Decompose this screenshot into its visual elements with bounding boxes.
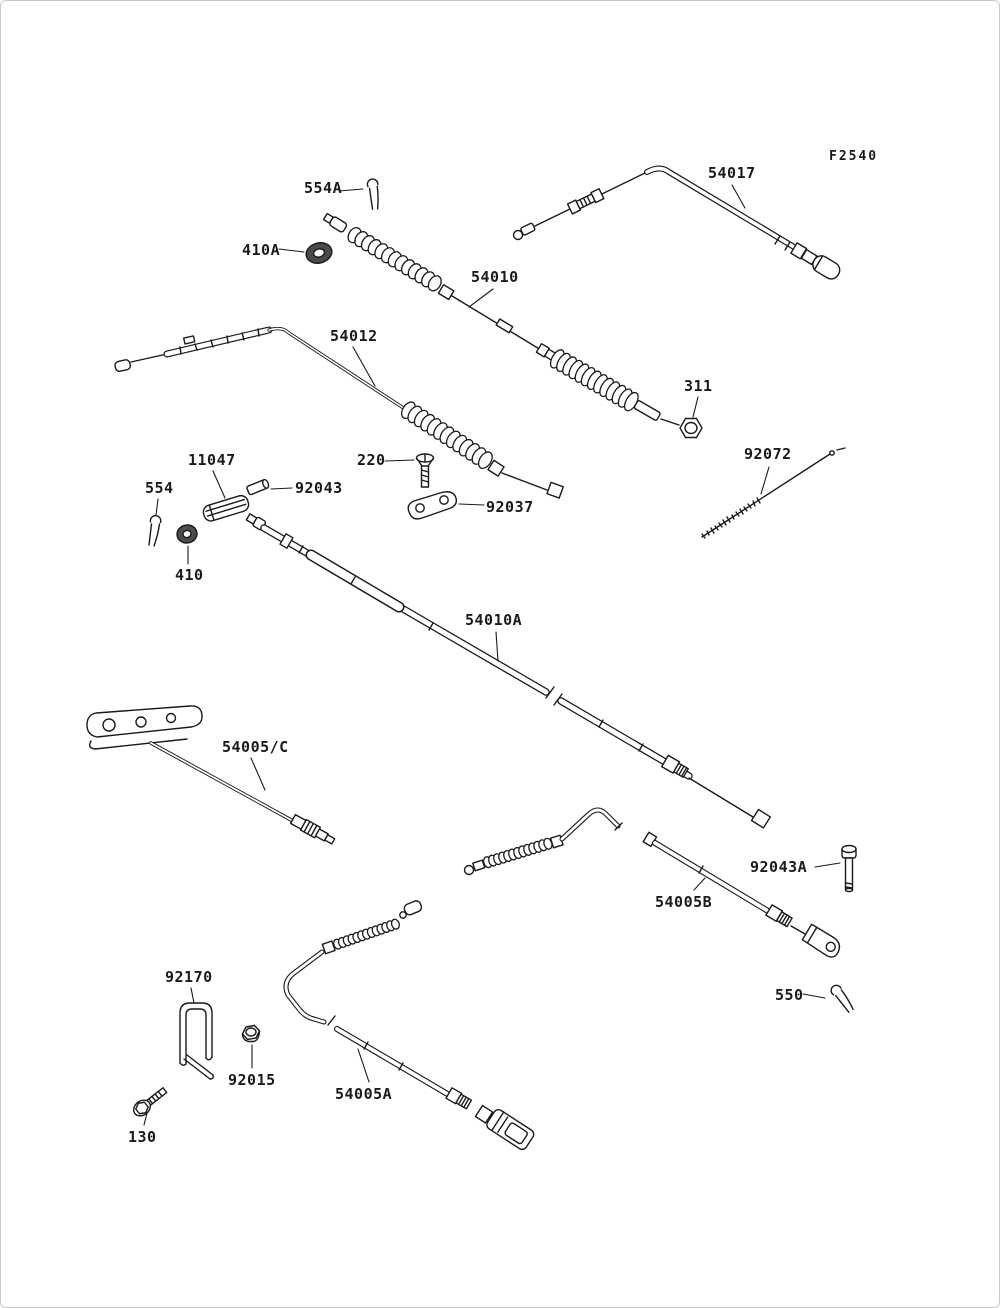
part-label-92043a: 92043A [750,858,808,876]
part-label-410a: 410A [242,241,281,259]
cable-54010a-drawing [245,513,772,829]
part-label-54005c: 54005/C [222,738,289,756]
cable-54005c-drawing [86,705,336,845]
pin-554-drawing [148,514,162,547]
part-label-54010a: 54010A [465,611,523,629]
pin-92043-drawing [246,478,270,496]
part-label-92170: 92170 [165,968,213,986]
cable-54010-drawing [322,212,680,426]
part-label-92015: 92015 [228,1071,276,1089]
part-label-92043: 92043 [295,479,343,497]
bracket-11047-drawing [202,494,250,522]
part-label-54012: 54012 [330,327,378,345]
part-label-311: 311 [684,377,713,395]
pin-92043a-drawing [841,844,857,893]
part-label-554a: 554A [304,179,343,197]
nut-92015-drawing [241,1024,261,1043]
part-label-130: 130 [128,1128,157,1146]
screw-220-drawing [415,453,435,488]
pin-554a-drawing [364,177,385,211]
part-label-11047: 11047 [188,451,236,469]
cable-54012-drawing [114,326,564,499]
part-label-92037: 92037 [486,498,534,516]
clip-92170-drawing [179,1002,214,1080]
nut-311-drawing [679,417,703,439]
part-label-54005b: 54005B [655,893,713,911]
cable-54005a-drawing [283,900,535,1151]
pin-550-drawing [827,982,859,1014]
part-label-410: 410 [175,566,204,584]
part-label-54005a: 54005A [335,1085,393,1103]
part-label-92072: 92072 [744,445,792,463]
part-label-54010: 54010 [471,268,519,286]
bolt-130-drawing [133,1087,168,1117]
part-label-554: 554 [145,479,174,497]
washer-410-drawing [176,524,198,544]
part-label-54017: 54017 [708,164,756,182]
leader-lines [143,184,841,1126]
cable-92072-drawing [701,447,846,539]
part-label-550: 550 [775,986,804,1004]
washer-410a-drawing [305,242,333,264]
part-label-220: 220 [357,451,386,469]
clamp-92037-drawing [407,491,458,520]
cable-54017-drawing [512,165,841,280]
figure-code: F2540 [829,149,879,164]
cable-54005b-drawing [463,807,841,958]
